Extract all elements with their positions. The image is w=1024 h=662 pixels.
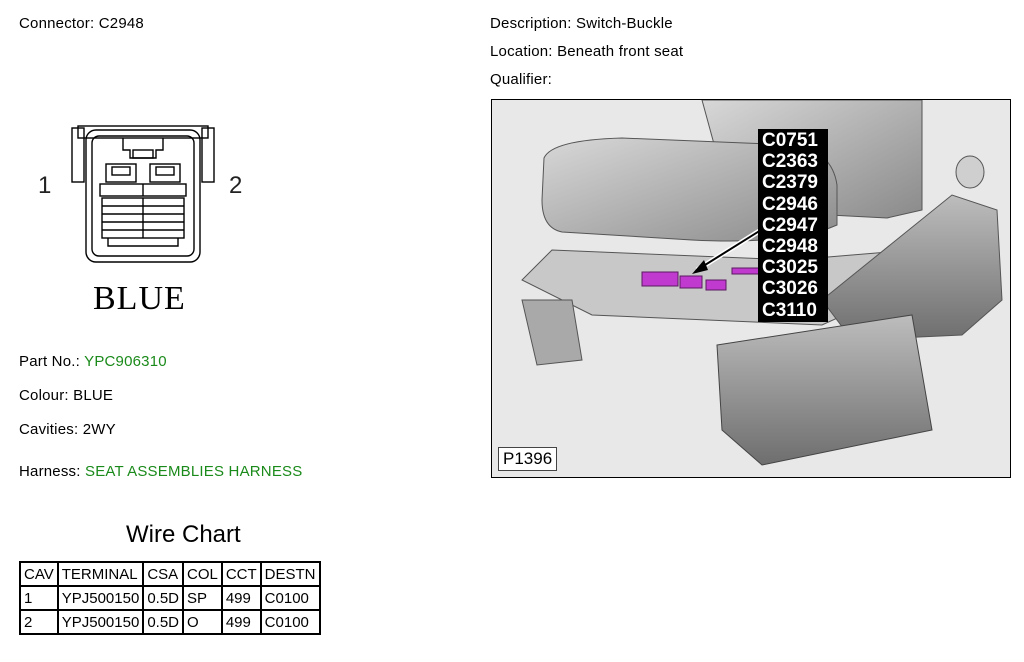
col-header-csa: CSA: [142, 561, 184, 587]
illustration-code: P1396: [498, 447, 558, 471]
cell-col: O: [182, 609, 223, 635]
connector-callout: C3025: [762, 257, 818, 279]
wire-chart-header-row: CAV TERMINAL CSA COL CCT DESTN: [19, 561, 321, 587]
col-header-cct: CCT: [220, 561, 262, 587]
cell-col: SP: [182, 585, 223, 611]
cell-destn: C0100: [259, 609, 321, 635]
col-header-terminal: TERMINAL: [56, 561, 145, 587]
description-line: Description: Switch-Buckle: [490, 15, 673, 32]
table-row: 2 YPJ500150 0.5D O 499 C0100: [19, 609, 321, 635]
description-value: Switch-Buckle: [575, 15, 673, 32]
part-no-value: YPC906310: [84, 353, 167, 370]
location-line: Location: Beneath front seat: [490, 43, 683, 60]
wire-chart-title: Wire Chart: [126, 521, 241, 548]
table-row: 1 YPJ500150 0.5D SP 499 C0100: [19, 585, 321, 611]
cell-cav: 1: [19, 585, 59, 611]
qualifier-line: Qualifier:: [490, 71, 552, 88]
cell-csa: 0.5D: [142, 585, 184, 611]
pin-number-1: 1: [38, 172, 52, 199]
cell-csa: 0.5D: [142, 609, 184, 635]
connector-face-diagram: [71, 125, 215, 263]
col-header-destn: DESTN: [259, 561, 321, 587]
colour-value: BLUE: [73, 387, 114, 404]
harness-label: Harness:: [19, 463, 81, 480]
cavities-value: 2WY: [82, 421, 116, 438]
part-no-line: Part No.: YPC906310: [19, 353, 167, 370]
connector-callout: C2948: [762, 236, 818, 258]
cell-cct: 499: [220, 609, 262, 635]
connector-callout: C0751: [762, 130, 818, 151]
description-label: Description:: [490, 15, 572, 32]
cavities-label: Cavities:: [19, 421, 79, 438]
cell-destn: C0100: [259, 585, 321, 611]
harness-line: Harness: SEAT ASSEMBLIES HARNESS: [19, 463, 302, 480]
qualifier-label: Qualifier:: [490, 71, 553, 88]
cell-cct: 499: [220, 585, 262, 611]
colour-label: Colour:: [19, 387, 69, 404]
wire-chart-table: CAV TERMINAL CSA COL CCT DESTN 1 YPJ5001…: [19, 561, 321, 635]
connector-callout: C2947: [762, 214, 818, 236]
pin-number-2: 2: [229, 172, 243, 199]
seat-illustration: [492, 100, 1010, 477]
connector-callout-list: C0751 C2363 C2379 C2946 C2947 C2948 C302…: [758, 129, 828, 322]
colour-line: Colour: BLUE: [19, 387, 113, 404]
cell-cav: 2: [19, 609, 59, 635]
connector-label: Connector:: [19, 15, 95, 32]
location-illustration: C0751 C2363 C2379 C2946 C2947 C2948 C302…: [491, 99, 1011, 478]
connector-colour-title: BLUE: [93, 280, 186, 317]
col-header-col: COL: [182, 561, 223, 587]
connector-callout: C2363: [762, 151, 818, 173]
cell-terminal: YPJ500150: [56, 609, 145, 635]
location-label: Location:: [490, 43, 553, 60]
connector-value: C2948: [98, 15, 144, 32]
connector-callout: C3026: [762, 278, 818, 300]
connector-line: Connector: C2948: [19, 15, 144, 32]
harness-value: SEAT ASSEMBLIES HARNESS: [85, 463, 303, 480]
connector-callout: C2379: [762, 172, 818, 194]
connector-callout: C3110: [762, 299, 817, 321]
part-no-label: Part No.:: [19, 353, 80, 370]
col-header-cav: CAV: [19, 561, 59, 587]
location-value: Beneath front seat: [557, 43, 684, 60]
cell-terminal: YPJ500150: [56, 585, 145, 611]
cavities-line: Cavities: 2WY: [19, 421, 116, 438]
connector-callout: C2946: [762, 193, 818, 215]
